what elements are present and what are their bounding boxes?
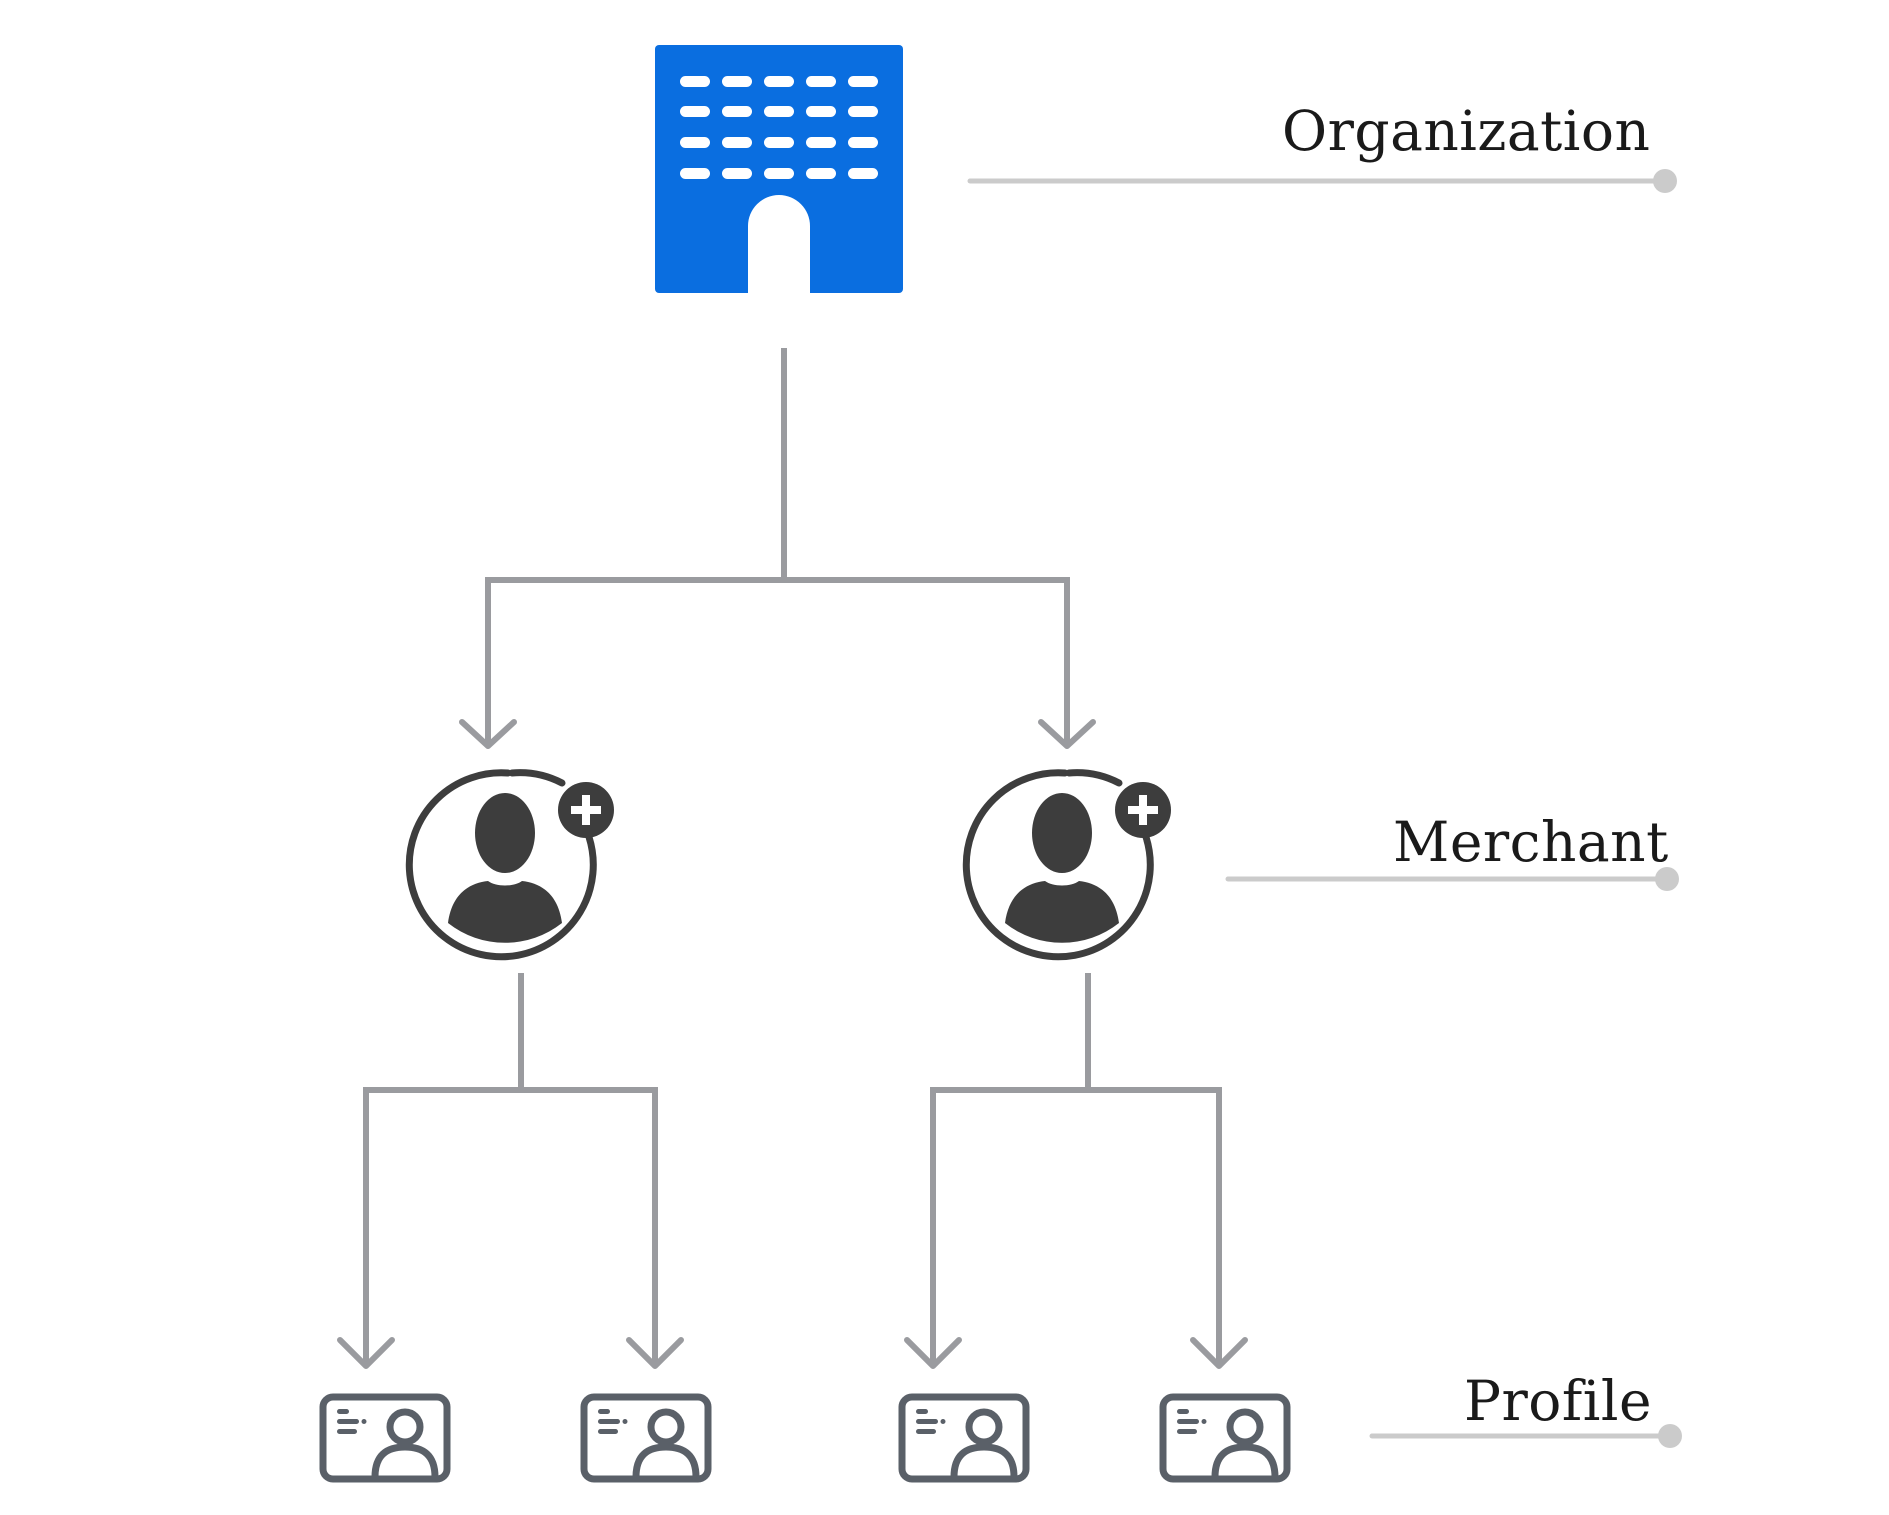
arrowhead: [1190, 1337, 1248, 1369]
profile-card-icon: [1163, 1397, 1287, 1479]
building-window: [848, 106, 878, 117]
guide-dot-organization: [1653, 169, 1677, 193]
building-window: [764, 76, 794, 87]
profile-card-icon: [902, 1397, 1026, 1479]
building-window: [848, 76, 878, 87]
merchant-icon: [966, 773, 1171, 957]
merchant-icon: [409, 773, 614, 957]
building-window: [722, 106, 752, 117]
arrowhead: [459, 719, 517, 749]
building-window: [722, 137, 752, 148]
building-window: [764, 137, 794, 148]
guide-dot-profile: [1658, 1424, 1682, 1448]
arrowhead: [904, 1337, 962, 1369]
connector-org-branch: [485, 577, 1070, 745]
profile-card-icon: [323, 1397, 447, 1479]
building-window: [764, 168, 794, 179]
building-window: [680, 106, 710, 117]
arrowhead: [337, 1337, 395, 1369]
profile-card-icon: [584, 1397, 708, 1479]
building-icon: [655, 45, 903, 293]
building-window: [680, 168, 710, 179]
arrowhead: [626, 1337, 684, 1369]
building-window: [722, 168, 752, 179]
connector-merchant-1-branch: [363, 1087, 658, 1365]
building-windows: [680, 76, 878, 179]
building-window: [848, 137, 878, 148]
connector-merchant-2-branch: [930, 1087, 1222, 1365]
arrowhead: [1038, 719, 1096, 749]
connectors: [337, 348, 1248, 1369]
building-window: [680, 76, 710, 87]
building-window: [806, 106, 836, 117]
building-window: [848, 168, 878, 179]
level-label-merchant: Merchant: [1393, 810, 1669, 874]
level-label-organization: Organization: [1282, 99, 1651, 163]
building-window: [806, 76, 836, 87]
building-window: [806, 168, 836, 179]
building-window: [764, 106, 794, 117]
guide-dot-merchant: [1655, 867, 1679, 891]
building-window: [680, 137, 710, 148]
building-door: [748, 195, 810, 293]
building-window: [722, 76, 752, 87]
building-window: [806, 137, 836, 148]
level-label-profile: Profile: [1464, 1369, 1652, 1433]
